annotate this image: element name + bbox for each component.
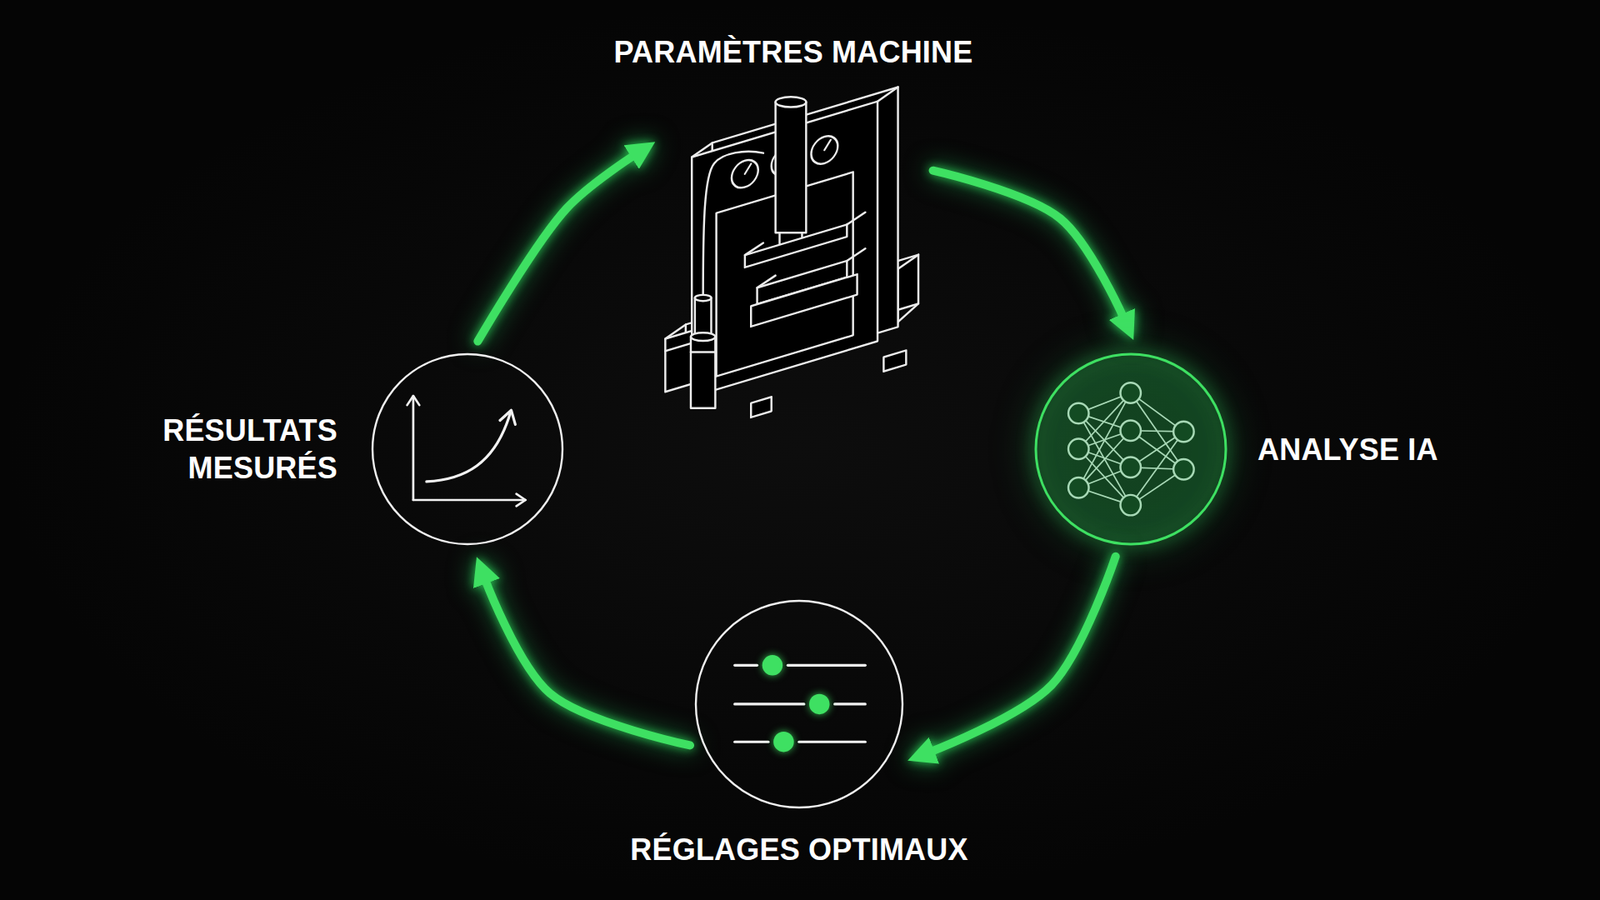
cycle-arrow <box>929 556 1116 753</box>
label-box: RÉGLAGES OPTIMAUX <box>630 830 968 869</box>
node-outline <box>1034 352 1228 546</box>
circle-outline <box>372 354 563 545</box>
results-circle: RÉSULTATS MESURÉS <box>370 352 565 546</box>
cycle-arrow <box>477 154 636 342</box>
node-label: PARAMÈTRES MACHINE <box>614 33 974 71</box>
chart-icon <box>407 395 526 506</box>
settings-circle: RÉGLAGES OPTIMAUX <box>694 599 905 810</box>
sliders-icon <box>735 655 866 752</box>
cycle-arrow <box>933 170 1125 320</box>
label-box: RÉSULTATS MESURÉS <box>162 411 338 487</box>
node-outline <box>370 352 565 546</box>
hydraulic-press <box>665 87 919 418</box>
label-box: ANALYSE IA <box>1257 430 1439 469</box>
circle-outline <box>695 600 903 808</box>
ai-analysis-circle: ANALYSE IA <box>1034 352 1228 546</box>
cycle-arrow <box>485 578 690 746</box>
machine-press: PARAMÈTRES MACHINE <box>663 91 924 440</box>
node-label: RÉSULTATS MESURÉS <box>162 411 338 487</box>
circle-outline <box>1035 354 1226 545</box>
node-label: ANALYSE IA <box>1257 430 1439 469</box>
node-label: RÉGLAGES OPTIMAUX <box>630 830 968 869</box>
node-outline <box>694 599 905 810</box>
label-box: PARAMÈTRES MACHINE <box>614 33 974 71</box>
